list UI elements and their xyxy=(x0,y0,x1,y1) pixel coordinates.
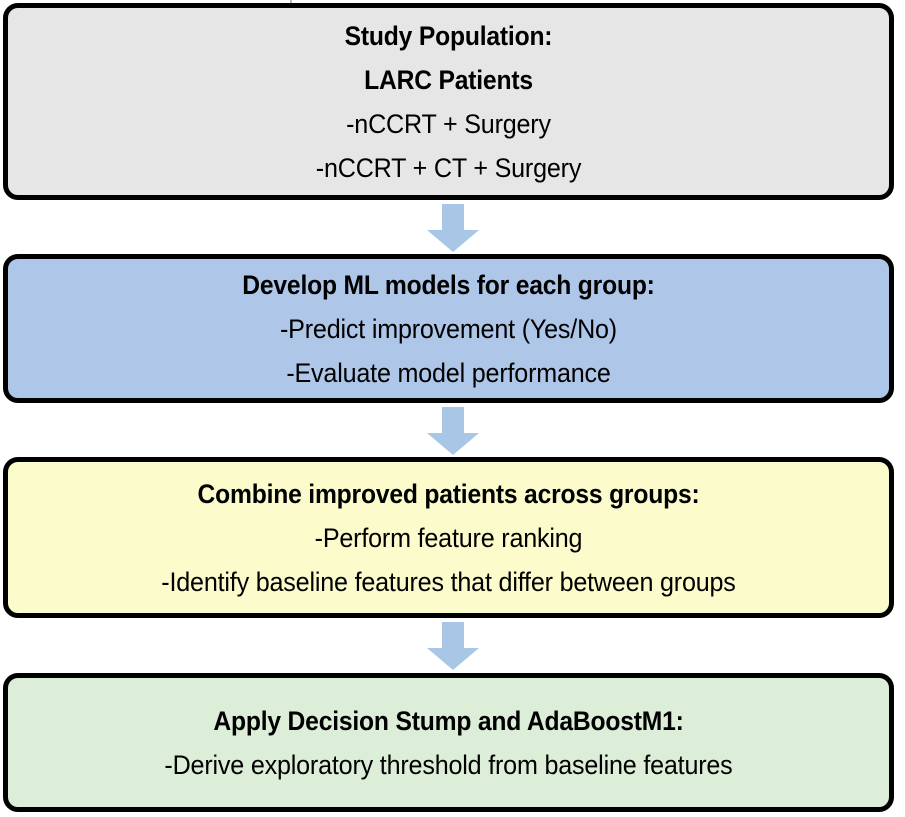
node-line-detail-1: -Derive exploratory threshold from basel… xyxy=(164,749,733,780)
node-line-subtitle: LARC Patients xyxy=(364,64,533,95)
down-arrow-icon xyxy=(427,204,479,252)
node-line-title: Apply Decision Stump and AdaBoostM1: xyxy=(213,705,684,736)
flowchart-node-develop-ml-models: Develop ML models for each group: -Predi… xyxy=(3,254,894,403)
down-arrow-icon xyxy=(427,622,479,670)
node-line-detail-2: -Evaluate model performance xyxy=(286,357,611,388)
node-line-detail-2: -nCCRT + CT + Surgery xyxy=(315,152,582,183)
node-line-title: Combine improved patients across groups: xyxy=(197,478,700,509)
flowchart-node-apply-decision-stump: Apply Decision Stump and AdaBoostM1: -De… xyxy=(3,673,894,812)
node-line-detail-1: -Predict improvement (Yes/No) xyxy=(280,313,617,344)
node-line-title: Develop ML models for each group: xyxy=(242,269,655,300)
flowchart-node-combine-improved-patients: Combine improved patients across groups:… xyxy=(3,457,894,618)
node-line-detail-1: -Perform feature ranking xyxy=(314,522,583,553)
node-line-detail-1: -nCCRT + Surgery xyxy=(346,108,551,139)
node-line-detail-2: -Identify baseline features that differ … xyxy=(161,566,736,597)
flowchart-node-study-population: Study Population: LARC Patients -nCCRT +… xyxy=(3,3,894,200)
top-edge-artifact xyxy=(290,0,292,5)
down-arrow-icon xyxy=(427,407,479,455)
node-line-title: Study Population: xyxy=(344,20,553,51)
